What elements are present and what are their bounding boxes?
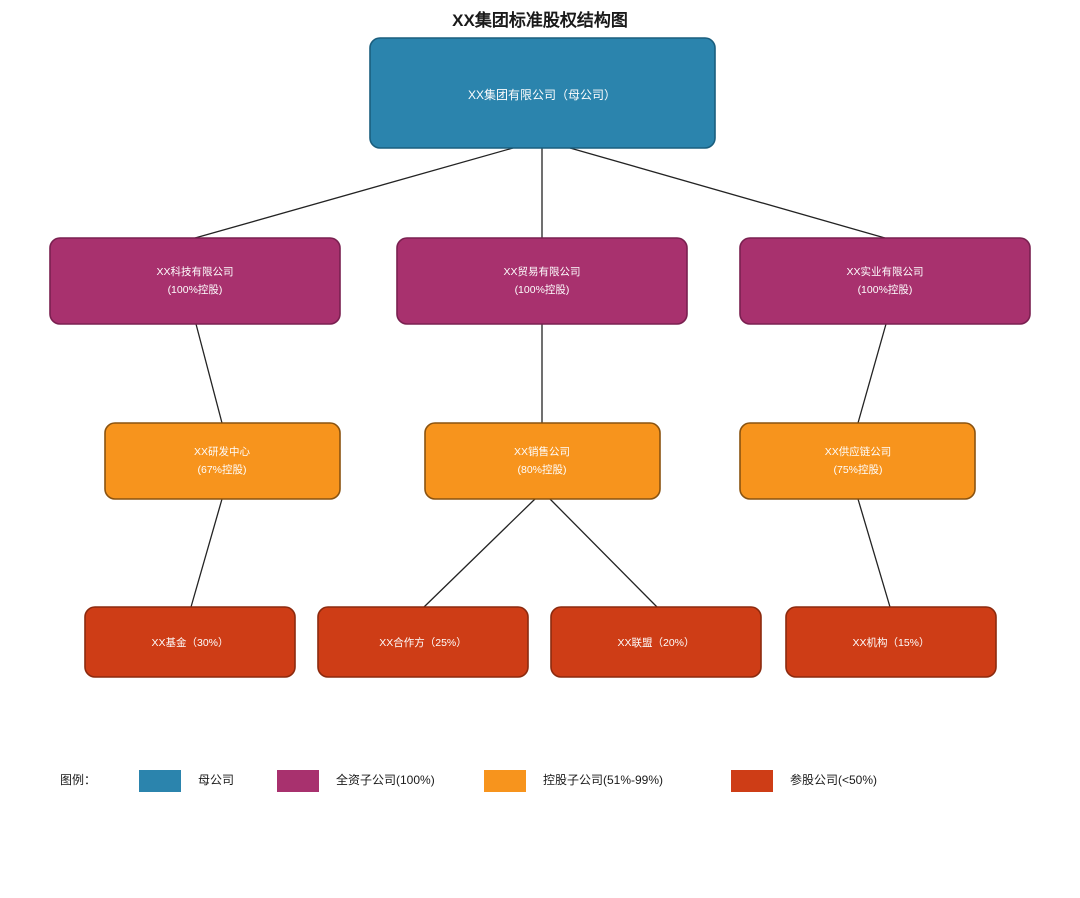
- node-alliance[interactable]: XX联盟（20%）: [550, 606, 762, 678]
- connector-group: [190, 147, 891, 608]
- edge-root-to-industry: [569, 147, 886, 239]
- legend-swatch-minority: [731, 770, 773, 792]
- node-rd-center-label: XX研发中心: [194, 445, 251, 458]
- node-tech-rect[interactable]: [49, 237, 341, 325]
- legend-label-minority: 参股公司(<50%): [790, 772, 877, 787]
- node-tech[interactable]: XX科技有限公司 (100%控股): [49, 237, 341, 325]
- node-rd-center-rect[interactable]: [104, 422, 341, 500]
- node-tech-label: XX科技有限公司: [156, 265, 233, 278]
- node-alliance-label: XX联盟（20%）: [617, 637, 694, 649]
- node-fund-label: XX基金（30%）: [151, 636, 228, 649]
- legend-label-parent: 母公司: [198, 773, 234, 787]
- node-trade-rect[interactable]: [396, 237, 688, 325]
- node-sales-label: XX销售公司: [514, 445, 570, 458]
- node-fund-rect[interactable]: [84, 606, 296, 678]
- node-industry-sublabel: (100%控股): [858, 283, 913, 296]
- node-institution[interactable]: XX机构（15%）: [785, 606, 997, 678]
- legend-label-controlled: 控股子公司(51%-99%): [543, 773, 663, 787]
- node-tech-sublabel: (100%控股): [168, 283, 223, 296]
- node-sales-rect[interactable]: [424, 422, 661, 500]
- legend-label-wholly-owned: 全资子公司(100%): [336, 772, 435, 787]
- edge-supply-to-institution: [857, 498, 891, 608]
- node-institution-rect[interactable]: [785, 606, 997, 678]
- legend-swatch-controlled: [484, 770, 526, 792]
- node-supply-chain-rect[interactable]: [739, 422, 976, 500]
- page-title: XX集团标准股权结构图: [452, 10, 628, 30]
- node-institution-label: XX机构（15%）: [852, 636, 929, 649]
- node-root-rect[interactable]: [369, 37, 716, 149]
- node-supply-chain-sublabel: (75%控股): [833, 463, 882, 476]
- legend-title: 图例：: [60, 773, 96, 787]
- edge-rd-to-fund: [190, 498, 223, 608]
- node-partner-label: XX合作方（25%）: [379, 636, 467, 649]
- node-partner[interactable]: XX合作方（25%）: [317, 606, 529, 678]
- node-trade-label: XX贸易有限公司: [503, 265, 580, 278]
- edge-tech-to-rd: [195, 323, 223, 424]
- node-trade[interactable]: XX贸易有限公司 (100%控股): [396, 237, 688, 325]
- node-partner-rect[interactable]: [317, 606, 529, 678]
- node-sales-sublabel: (80%控股): [517, 463, 566, 476]
- edge-sales-to-partner: [423, 498, 536, 608]
- node-root[interactable]: XX集团有限公司（母公司）: [369, 37, 716, 149]
- node-supply-chain[interactable]: XX供应链公司 (75%控股): [739, 422, 976, 500]
- node-rd-center-sublabel: (67%控股): [197, 463, 246, 476]
- node-supply-chain-label: XX供应链公司: [825, 445, 892, 458]
- edge-sales-to-alliance: [549, 498, 658, 608]
- node-industry[interactable]: XX实业有限公司 (100%控股): [739, 237, 1031, 325]
- legend-swatch-wholly-owned: [277, 770, 319, 792]
- node-trade-sublabel: (100%控股): [515, 283, 570, 296]
- node-fund[interactable]: XX基金（30%）: [84, 606, 296, 678]
- edge-root-to-tech: [194, 147, 514, 239]
- node-industry-rect[interactable]: [739, 237, 1031, 325]
- edge-industry-to-supply: [857, 323, 887, 424]
- node-sales[interactable]: XX销售公司 (80%控股): [424, 422, 661, 500]
- node-industry-label: XX实业有限公司: [846, 265, 923, 278]
- legend-swatch-parent: [139, 770, 181, 792]
- node-rd-center[interactable]: XX研发中心 (67%控股): [104, 422, 341, 500]
- legend: 图例： 母公司 全资子公司(100%) 控股子公司(51%-99%) 参股公司(…: [60, 770, 877, 792]
- node-root-label: XX集团有限公司（母公司）: [468, 87, 616, 102]
- node-alliance-rect[interactable]: [550, 606, 762, 678]
